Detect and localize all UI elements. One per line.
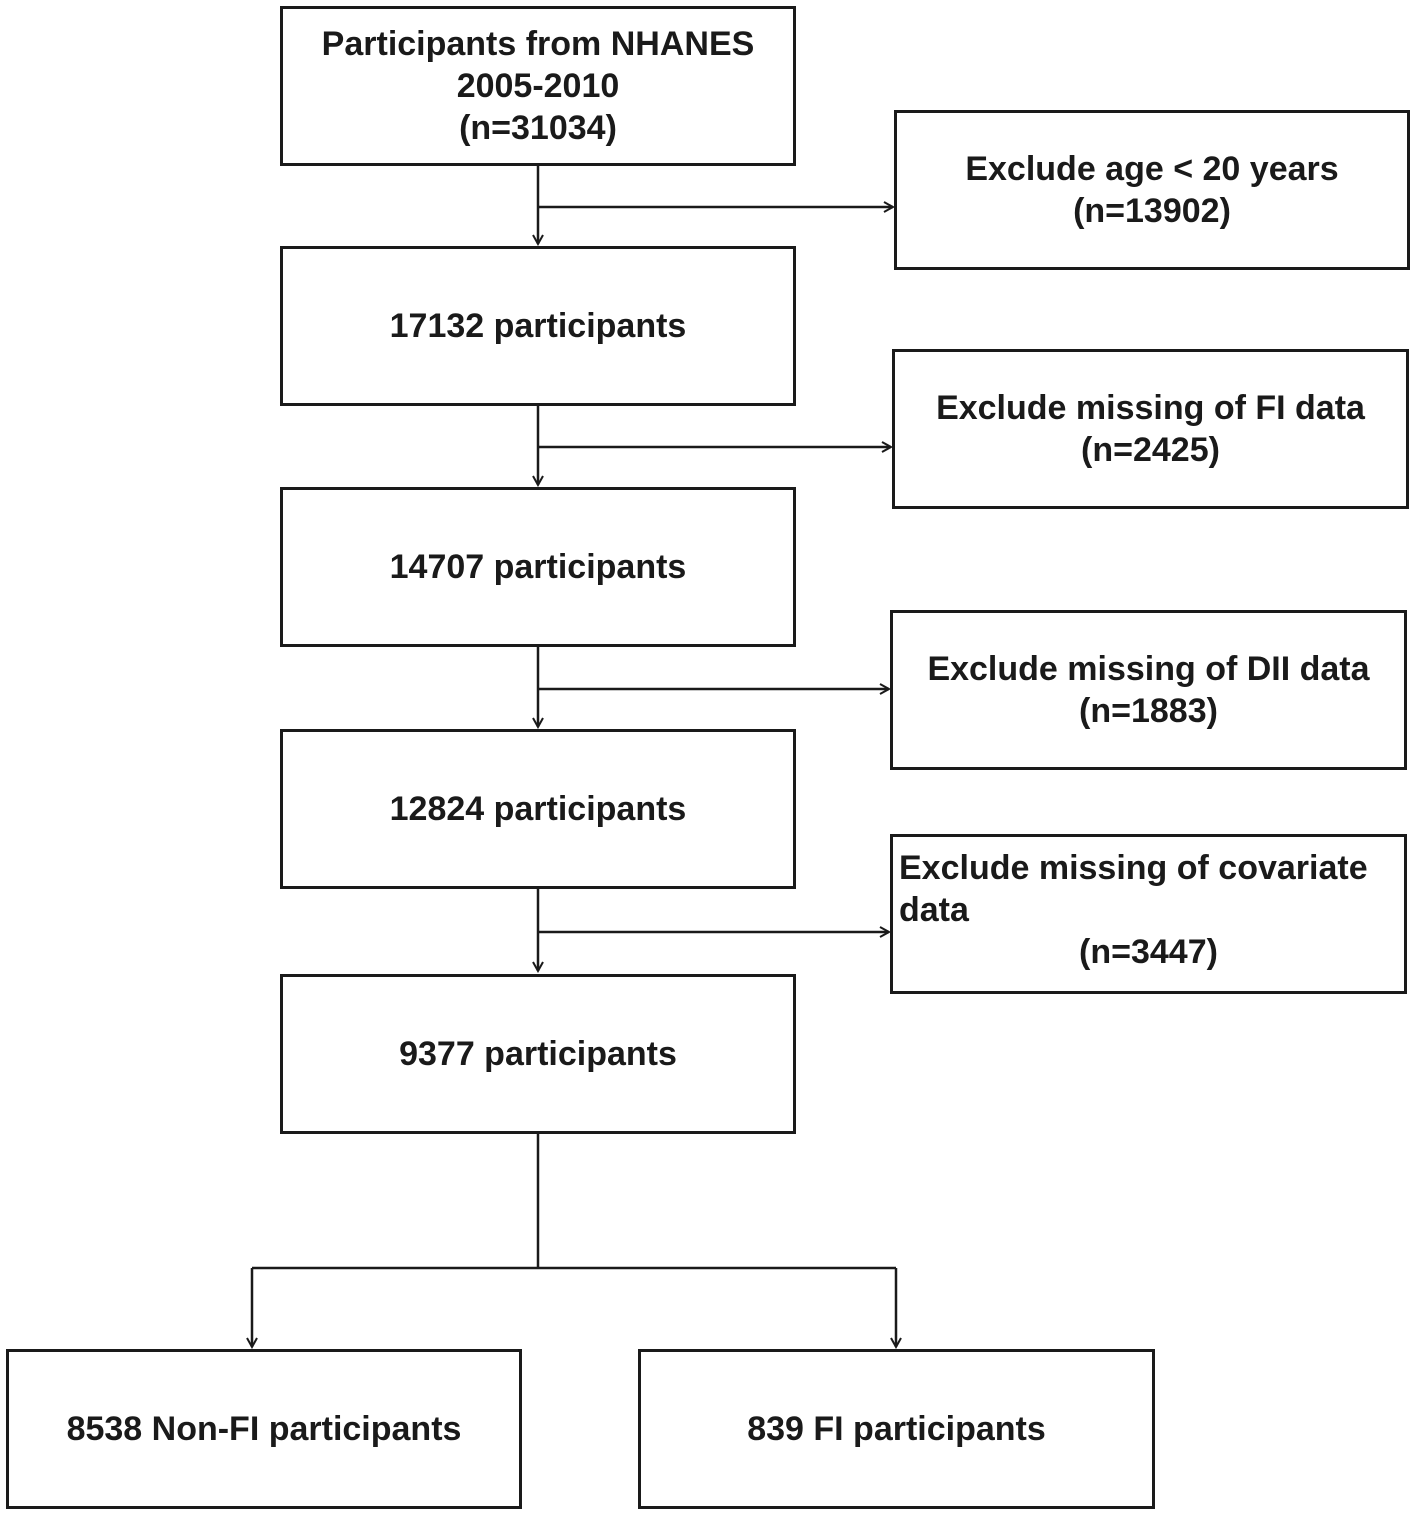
start-line3: (n=31034) [459, 109, 617, 147]
start-box: Participants from NHANES 2005-2010 (n=31… [280, 6, 796, 166]
outcome-fi-box: 839 FI participants [638, 1349, 1155, 1509]
step2-label: 14707 participants [389, 548, 687, 586]
step2-box: 14707 participants [280, 487, 796, 647]
step4-box: 9377 participants [280, 974, 796, 1134]
exclusion-covariate-box: Exclude missing of covariate data (n=344… [890, 834, 1407, 994]
start-line1: Participants from NHANES [321, 25, 755, 63]
exclusion-fi-line2: (n=2425) [1081, 431, 1220, 469]
step1-label: 17132 participants [389, 307, 687, 345]
step4-label: 9377 participants [399, 1035, 677, 1073]
exclusion-age-box: Exclude age < 20 years (n=13902) [894, 110, 1410, 270]
exclusion-dii-line2: (n=1883) [1079, 692, 1218, 730]
start-line2: 2005-2010 [456, 67, 620, 105]
step3-box: 12824 participants [280, 729, 796, 889]
exclusion-covariate-line2: data [899, 891, 969, 929]
exclusion-covariate-line3: (n=3447) [1079, 933, 1218, 971]
exclusion-covariate-line1: Exclude missing of covariate [899, 849, 1368, 887]
exclusion-age-line2: (n=13902) [1073, 192, 1231, 230]
exclusion-dii-line1: Exclude missing of DII data [927, 650, 1370, 688]
step3-label: 12824 participants [389, 790, 687, 828]
exclusion-age-line1: Exclude age < 20 years [965, 150, 1339, 188]
outcome-non-fi-label: 8538 Non-FI participants [66, 1410, 462, 1448]
exclusion-fi-box: Exclude missing of FI data (n=2425) [892, 349, 1409, 509]
exclusion-fi-line1: Exclude missing of FI data [936, 389, 1365, 427]
exclusion-dii-box: Exclude missing of DII data (n=1883) [890, 610, 1407, 770]
outcome-non-fi-box: 8538 Non-FI participants [6, 1349, 522, 1509]
step1-box: 17132 participants [280, 246, 796, 406]
outcome-fi-label: 839 FI participants [747, 1410, 1046, 1448]
